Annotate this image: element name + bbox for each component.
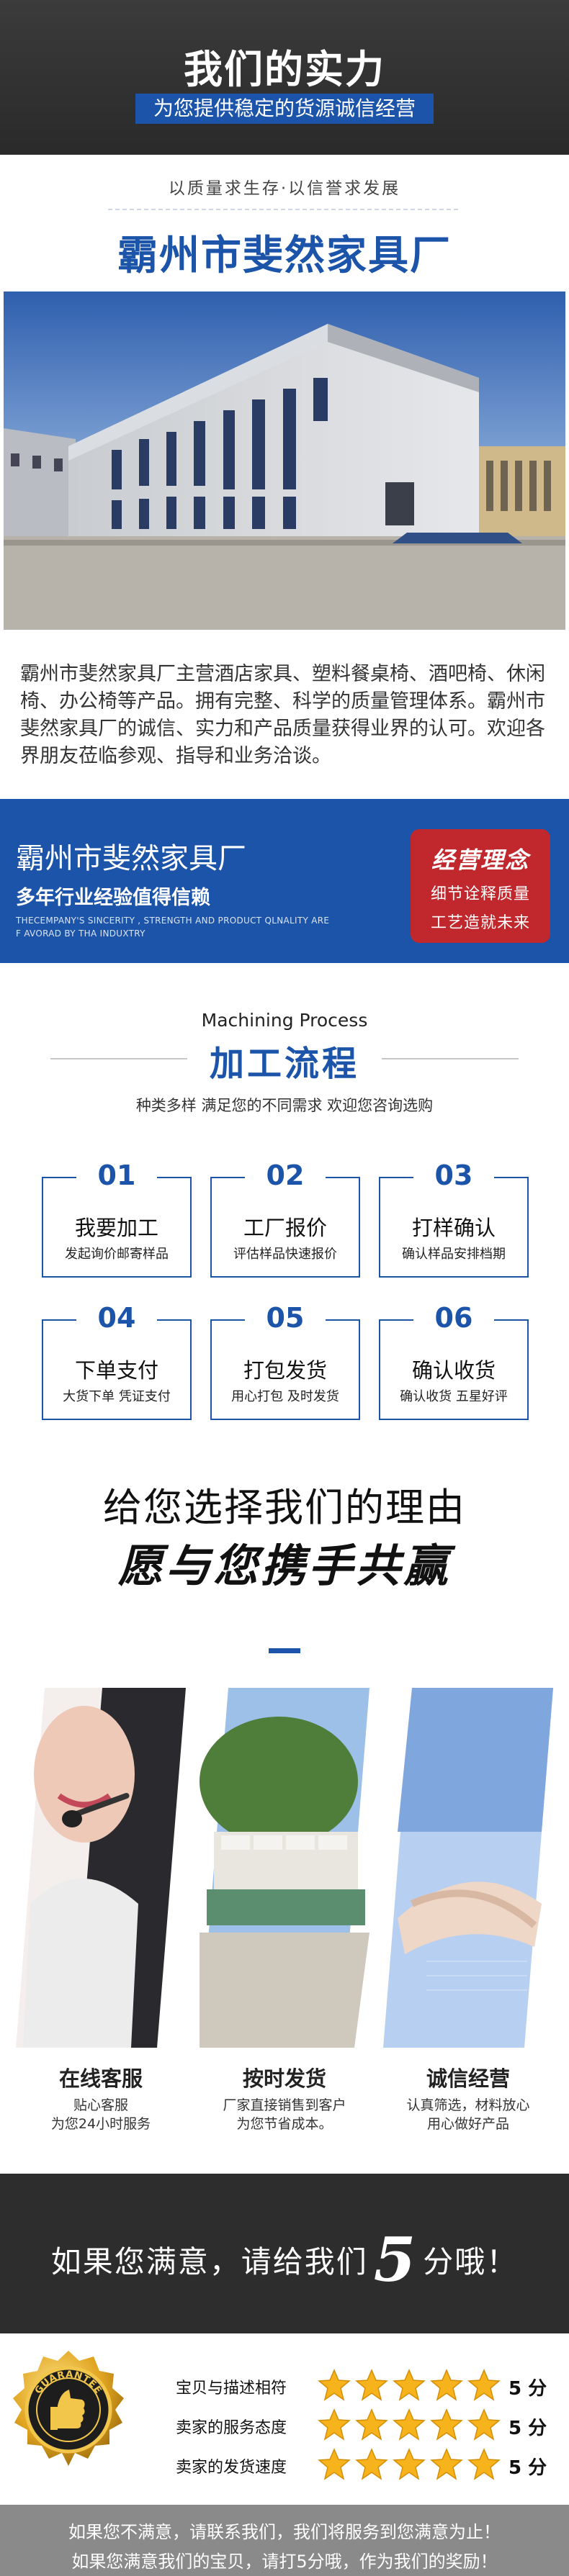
process-step-4: 04 下单支付 大货下单 凭证支付: [42, 1302, 192, 1420]
rating-label: 卖家的服务态度: [176, 2419, 287, 2437]
customer-service-photo: [16, 1688, 186, 2048]
header-band: [0, 0, 569, 155]
step-desc: 确认样品安排档期: [402, 1247, 506, 1262]
step-label: 确认收货: [411, 1358, 496, 1383]
rating-stars: [317, 2447, 501, 2483]
company-slogan: 以质量求生存·以信誉求发展: [168, 179, 401, 198]
star-icon: [318, 2448, 351, 2480]
philosophy-card: 经营理念 细节诠释质量 工艺造就未来: [411, 829, 550, 943]
step-desc: 评估样品快速报价: [233, 1247, 337, 1262]
step-number: 06: [434, 1302, 473, 1334]
step-desc: 大货下单 凭证支付: [63, 1389, 171, 1404]
process-step-6: 06 确认收货 确认收货 五星好评: [379, 1302, 529, 1420]
service-desc-line: 认真筛选，材料放心: [406, 2097, 530, 2113]
service-desc-delivery: 厂家直接销售到客户 为您节省成本。: [202, 2096, 367, 2133]
rating-prompt-number: 5: [373, 2224, 418, 2295]
star-icon: [393, 2369, 426, 2401]
star-icon: [318, 2408, 351, 2441]
star-icon: [430, 2369, 463, 2401]
service-title-integrity: 诚信经营: [426, 2066, 510, 2091]
header-title: 我们的实力: [184, 47, 385, 92]
philosophy-title: 经营理念: [431, 846, 529, 874]
process-subtitle: 种类多样 满足您的不同需求 欢迎您咨询选购: [135, 1097, 434, 1114]
step-label: 工厂报价: [243, 1216, 327, 1240]
star-icon: [355, 2369, 388, 2401]
step-number: 02: [266, 1160, 305, 1191]
rating-row-shipping: 卖家的发货速度 5 分: [176, 2447, 565, 2483]
footer-note: 如果您不满意，请联系我们，我们将服务到您满意为止！ 如果您满意我们的宝贝，请打5…: [0, 2505, 569, 2576]
footer-line-1: 如果您不满意，请联系我们，我们将服务到您满意为止！: [68, 2522, 501, 2542]
rating-stars: [317, 2408, 501, 2444]
rating-prompt-before: 如果您满意，请给我们: [50, 2244, 368, 2279]
process-divider-right: [382, 1058, 519, 1059]
process-divider-left: [50, 1058, 187, 1059]
rating-prompt-after: 分哦！: [423, 2244, 519, 2279]
service-desc-line: 为您节省成本。: [236, 2116, 333, 2132]
step-label: 我要加工: [74, 1216, 158, 1240]
step-label: 下单支付: [74, 1358, 158, 1383]
philosophy-line-2: 工艺造就未来: [430, 914, 530, 932]
service-desc-line: 贴心客服: [73, 2097, 128, 2113]
rating-score: 5 分: [508, 2457, 547, 2479]
company-intro: 霸州市斐然家具厂主营酒店家具、塑料餐桌椅、酒吧椅、休闲椅、办公椅等产品。拥有完整…: [20, 663, 545, 767]
factory-photo: [4, 292, 565, 630]
service-title-online: 在线客服: [58, 2066, 143, 2091]
step-number: 01: [97, 1160, 136, 1191]
rating-stars: [317, 2368, 501, 2404]
philosophy-line-1: 细节诠释质量: [430, 885, 530, 903]
step-desc: 发起询价邮寄样品: [65, 1247, 169, 1262]
reasons-tagline: 愿与您携手共赢: [117, 1540, 451, 1592]
rating-score: 5 分: [508, 2418, 547, 2439]
process-step-2: 02 工厂报价 评估样品快速报价: [210, 1160, 360, 1278]
company-name: 霸州市斐然家具厂: [117, 232, 452, 279]
process-title-en: Machining Process: [201, 1010, 368, 1031]
star-icon: [355, 2448, 388, 2480]
step-label: 打包发货: [243, 1358, 327, 1383]
star-icon: [355, 2408, 388, 2441]
service-desc-line: 厂家直接销售到客户: [223, 2097, 346, 2113]
star-icon: [467, 2369, 501, 2401]
star-icon: [467, 2448, 501, 2480]
banner-english-text: THECEMPANY'S SINCERITY , STRENGTH AND PR…: [16, 916, 330, 939]
footer-line-2: 如果您满意我们的宝贝，请打5分哦，作为我们的奖励！: [71, 2552, 498, 2572]
rating-row-description: 宝贝与描述相符 5 分: [176, 2368, 565, 2404]
star-icon: [393, 2408, 426, 2441]
banner-subtitle: 多年行业经验值得信赖: [16, 887, 210, 909]
rating-prompt-band: [0, 2174, 569, 2333]
star-icon: [430, 2408, 463, 2441]
handshake-photo: [383, 1688, 553, 2048]
process-title: 加工流程: [209, 1044, 359, 1084]
step-number: 03: [434, 1160, 473, 1191]
step-desc: 用心打包 及时发货: [231, 1389, 339, 1404]
star-icon: [393, 2448, 426, 2480]
header-subtitle: 为您提供稳定的货源诚信经营: [135, 94, 434, 124]
rating-score: 5 分: [508, 2378, 547, 2400]
process-step-3: 03 打样确认 确认样品安排档期: [379, 1160, 529, 1278]
service-desc-online: 贴心客服 为您24小时服务: [18, 2096, 184, 2133]
rating-label: 宝贝与描述相符: [176, 2380, 287, 2398]
process-step-1: 01 我要加工 发起询价邮寄样品: [42, 1160, 192, 1278]
process-step-5: 05 打包发货 用心打包 及时发货: [210, 1302, 360, 1420]
service-title-delivery: 按时发货: [242, 2066, 326, 2091]
delivery-truck-photo: [200, 1688, 369, 2048]
rating-label: 卖家的发货速度: [176, 2459, 287, 2477]
star-icon: [467, 2408, 501, 2441]
star-icon: [318, 2369, 351, 2401]
guarantee-badge-icon: GUARANTEE: [7, 2348, 130, 2476]
slogan-divider: [108, 209, 461, 210]
service-desc-line: 为您24小时服务: [50, 2116, 151, 2132]
reasons-accent-bar: [269, 1648, 300, 1653]
star-icon: [430, 2448, 463, 2480]
step-number: 05: [266, 1302, 305, 1334]
step-number: 04: [97, 1302, 136, 1334]
step-desc: 确认收货 五星好评: [400, 1389, 508, 1404]
banner-company-name: 霸州市斐然家具厂: [16, 842, 246, 875]
reasons-heading: 给您选择我们的理由: [103, 1485, 466, 1530]
step-label: 打样确认: [411, 1216, 496, 1240]
service-desc-line: 用心做好产品: [426, 2116, 509, 2132]
service-desc-integrity: 认真筛选，材料放心 用心做好产品: [385, 2096, 551, 2133]
rating-row-service: 卖家的服务态度 5 分: [176, 2408, 565, 2444]
